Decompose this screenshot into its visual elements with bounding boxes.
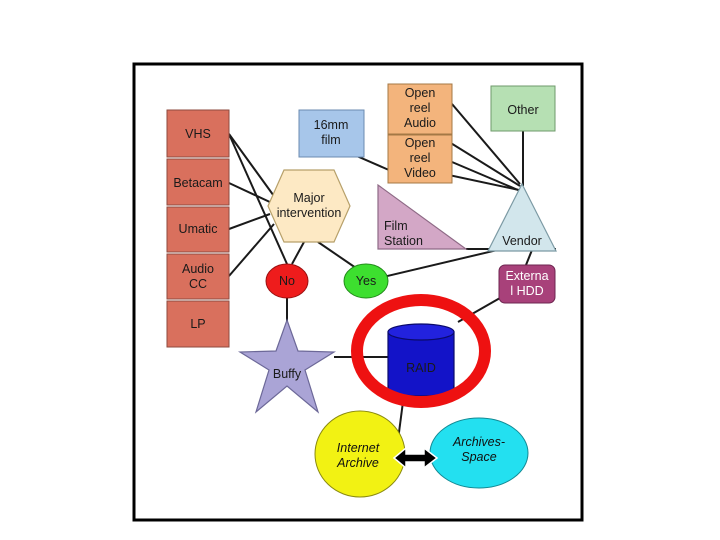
audio-cc-box	[166, 253, 230, 300]
raid-cylinder	[387, 323, 455, 397]
film-station-triangle	[377, 183, 468, 250]
open-reel-video-box	[387, 134, 453, 184]
yes-label: Yes	[356, 274, 376, 288]
internet-archive-line2: Archive	[336, 456, 379, 470]
major-intervention-line1: Major	[293, 191, 324, 205]
film-station-line2: Station	[384, 234, 423, 248]
connector-audio-intervention	[228, 223, 275, 277]
highlight-ring	[351, 294, 491, 408]
open-reel-audio-box	[387, 83, 453, 135]
connector-reel-video-vendor-2	[451, 161, 519, 191]
connector-vhs-no	[228, 133, 288, 265]
vhs-label: VHS	[185, 127, 211, 141]
external-hdd-box	[498, 264, 556, 304]
lp-box	[166, 300, 230, 348]
connector-intervention-yes	[317, 241, 357, 269]
umatic-label: Umatic	[179, 222, 218, 236]
external-hdd-line1: Externa	[505, 269, 548, 283]
major-intervention-hexagon	[267, 169, 351, 243]
open-reel-audio-line2: reel	[410, 101, 431, 115]
raid-label: RAID	[406, 361, 436, 375]
legacy-media-group: VHS Betacam Umatic Audio CC LP	[166, 109, 230, 348]
film-16mm-label-line1: 16mm	[314, 118, 349, 132]
connector-betacam-intervention	[228, 182, 273, 204]
buffy-star	[237, 318, 337, 414]
connector-vendor-hdd	[525, 249, 533, 266]
no-label: No	[279, 274, 295, 288]
major-intervention-line2: intervention	[277, 206, 342, 220]
vendor-label: Vendor	[502, 234, 542, 248]
lp-label: LP	[190, 317, 205, 331]
raid-body-fill	[389, 333, 453, 387]
film-16mm-label-line2: film	[321, 133, 340, 147]
open-reel-audio-line1: Open	[405, 86, 436, 100]
internet-archive-line1: Internet	[337, 441, 380, 455]
betacam-box	[166, 158, 230, 206]
audio-cc-label-line1: Audio	[182, 262, 214, 276]
audio-cc-label-line2: CC	[189, 277, 207, 291]
film-16mm-box	[298, 109, 365, 158]
film-station-line1: Film	[384, 219, 408, 233]
connector-vhs-intervention	[228, 133, 280, 204]
other-box	[490, 85, 556, 132]
no-node	[265, 263, 309, 299]
connector-yes-vendor	[378, 246, 511, 279]
umatic-box	[166, 206, 230, 253]
external-hdd-line2: l HDD	[510, 284, 543, 298]
connector-reel-audio-vendor-2	[451, 103, 521, 185]
open-reel-audio-line3: Audio	[404, 116, 436, 130]
vendor-triangle	[487, 182, 557, 252]
connector-umatic-intervention	[228, 213, 271, 230]
betacam-label: Betacam	[173, 176, 222, 190]
vhs-box	[166, 109, 230, 158]
archivesspace-line2: Space	[461, 450, 496, 464]
raid-top	[387, 323, 455, 341]
double-arrow-icon	[392, 446, 439, 470]
other-label: Other	[507, 103, 538, 117]
open-reel-video-line2: reel	[410, 151, 431, 165]
connector-intervention-no	[291, 241, 305, 265]
open-reel-video-line1: Open	[405, 136, 436, 150]
yes-node	[343, 263, 389, 299]
open-reel-video-line3: Video	[404, 166, 436, 180]
archivesspace-line1: Archives-	[452, 435, 505, 449]
buffy-label: Buffy	[273, 367, 302, 381]
